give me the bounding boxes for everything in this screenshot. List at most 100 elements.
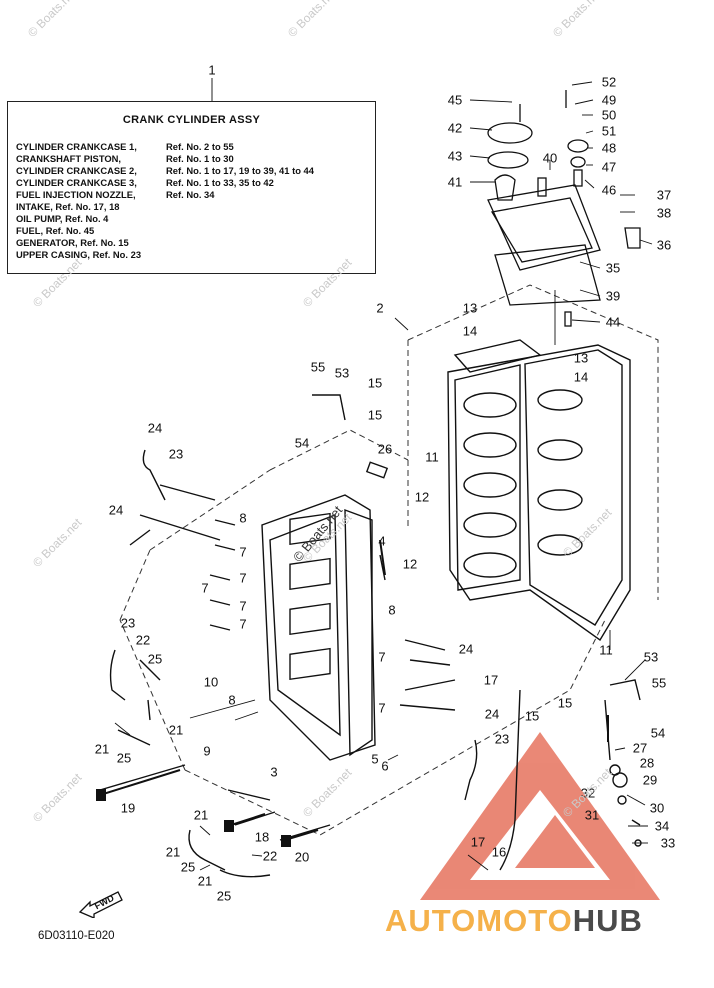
part-number: 41 bbox=[447, 174, 463, 190]
part-number: 40 bbox=[542, 150, 558, 166]
legend-label: CYLINDER CRANKCASE 2, bbox=[16, 165, 137, 176]
part-number: 17 bbox=[470, 834, 486, 850]
part-number: 15 bbox=[524, 708, 540, 724]
brand-logo-icon bbox=[420, 732, 660, 900]
legend-label: CYLINDER CRANKCASE 3, bbox=[16, 177, 137, 188]
part-number: 7 bbox=[239, 544, 247, 560]
part-number: 10 bbox=[203, 674, 219, 690]
legend-row: OIL PUMP, Ref. No. 4 bbox=[16, 213, 108, 225]
part-number: 7 bbox=[201, 580, 209, 596]
part-number: 50 bbox=[601, 107, 617, 123]
part-number: 14 bbox=[573, 369, 589, 385]
part-number: 7 bbox=[378, 649, 386, 665]
part-number: 13 bbox=[573, 350, 589, 366]
part-number: 38 bbox=[656, 205, 672, 221]
legend-label: OIL PUMP, bbox=[16, 213, 63, 224]
cover-parts bbox=[487, 90, 641, 327]
part-number: 28 bbox=[639, 755, 655, 771]
part-number: 12 bbox=[414, 489, 430, 505]
legend-box: CRANK CYLINDER ASSY CYLINDER CRANKCASE 1… bbox=[7, 101, 376, 274]
part-number: 19 bbox=[120, 800, 136, 816]
part-number: 48 bbox=[601, 140, 617, 156]
part-number: 16 bbox=[491, 844, 507, 860]
leader-lines bbox=[114, 81, 653, 871]
diagram-code: 6D03110-E020 bbox=[38, 930, 115, 942]
part-number: 7 bbox=[239, 598, 247, 614]
legend-ref: Ref. No. 17, 18 bbox=[55, 201, 120, 212]
legend-ref: Ref. No. 45 bbox=[45, 225, 95, 236]
legend-ref: Ref. No. 23 bbox=[92, 249, 142, 260]
part-number: 55 bbox=[651, 675, 667, 691]
part-number: 24 bbox=[484, 706, 500, 722]
part-number: 12 bbox=[402, 556, 418, 572]
part-number: 25 bbox=[216, 888, 232, 904]
part-number: 23 bbox=[120, 615, 136, 631]
legend-ref: Ref. No. 4 bbox=[65, 213, 109, 224]
legend-label: GENERATOR, bbox=[16, 237, 78, 248]
fwd-arrow-icon bbox=[78, 891, 123, 918]
part-number: 22 bbox=[262, 848, 278, 864]
legend-label: INTAKE, bbox=[16, 201, 53, 212]
part-number: 24 bbox=[147, 420, 163, 436]
legend-row: CYLINDER CRANKCASE 1,Ref. No. 2 to 55 bbox=[16, 141, 234, 153]
part-number: 15 bbox=[367, 375, 383, 391]
hoses-fittings bbox=[99, 394, 642, 878]
part-number: 15 bbox=[557, 695, 573, 711]
part-number: 23 bbox=[494, 731, 510, 747]
legend-callout: 1 bbox=[208, 62, 216, 78]
crankcase-boundary bbox=[119, 284, 659, 836]
legend-ref: Ref. No. 1 to 30 bbox=[166, 153, 234, 164]
part-number: 2 bbox=[376, 300, 384, 316]
part-number: 13 bbox=[462, 300, 478, 316]
part-number: 35 bbox=[605, 260, 621, 276]
part-number: 21 bbox=[197, 873, 213, 889]
part-number: 46 bbox=[601, 182, 617, 198]
part-number: 36 bbox=[656, 237, 672, 253]
legend-row: FUEL INJECTION NOZZLE,Ref. No. 34 bbox=[16, 189, 214, 201]
part-number: 44 bbox=[605, 314, 621, 330]
part-number: 3 bbox=[270, 764, 278, 780]
cylinder-left bbox=[261, 494, 376, 761]
part-number: 22 bbox=[135, 632, 151, 648]
part-number: 26 bbox=[377, 441, 393, 457]
part-number: 34 bbox=[654, 818, 670, 834]
part-number: 43 bbox=[447, 148, 463, 164]
part-number: 54 bbox=[294, 435, 310, 451]
part-number: 6 bbox=[381, 758, 389, 774]
legend-label: UPPER CASING, bbox=[16, 249, 90, 260]
brand-part1: AUTOMOTO bbox=[385, 903, 573, 938]
part-number: 5 bbox=[371, 751, 379, 767]
part-number: 24 bbox=[108, 502, 124, 518]
part-number: 29 bbox=[642, 772, 658, 788]
part-number: 51 bbox=[601, 123, 617, 139]
part-number: 11 bbox=[599, 642, 613, 658]
legend-row: FUEL, Ref. No. 45 bbox=[16, 225, 94, 237]
bolts bbox=[96, 539, 609, 847]
brand-wordmark: AUTOMOTOHUB bbox=[385, 903, 643, 939]
part-number: 21 bbox=[165, 844, 181, 860]
part-number: 11 bbox=[425, 449, 439, 465]
legend-label: CYLINDER CRANKCASE 1, bbox=[16, 141, 137, 152]
brand-part2: HUB bbox=[572, 903, 643, 938]
part-number: 25 bbox=[180, 859, 196, 875]
legend-ref: Ref. No. 1 to 33, 35 to 42 bbox=[166, 177, 274, 188]
part-number: 45 bbox=[447, 92, 463, 108]
part-number: 9 bbox=[203, 743, 211, 759]
part-number: 55 bbox=[310, 359, 326, 375]
legend-label: CRANKSHAFT PISTON, bbox=[16, 153, 122, 164]
legend-label: FUEL, bbox=[16, 225, 44, 236]
part-number: 53 bbox=[334, 365, 350, 381]
legend-title: CRANK CYLINDER ASSY bbox=[122, 114, 261, 126]
part-number: 25 bbox=[147, 651, 163, 667]
legend-row: GENERATOR, Ref. No. 15 bbox=[16, 237, 129, 249]
legend-row: CYLINDER CRANKCASE 2,Ref. No. 1 to 17, 1… bbox=[16, 165, 314, 177]
legend-label: FUEL INJECTION NOZZLE, bbox=[16, 189, 136, 200]
part-number: 21 bbox=[168, 722, 184, 738]
part-number: 18 bbox=[254, 829, 270, 845]
crankcase-right bbox=[447, 339, 631, 642]
part-number: 4 bbox=[378, 533, 386, 549]
part-number: 27 bbox=[632, 740, 648, 756]
part-number: 54 bbox=[650, 725, 666, 741]
legend-ref: Ref. No. 15 bbox=[80, 237, 129, 248]
